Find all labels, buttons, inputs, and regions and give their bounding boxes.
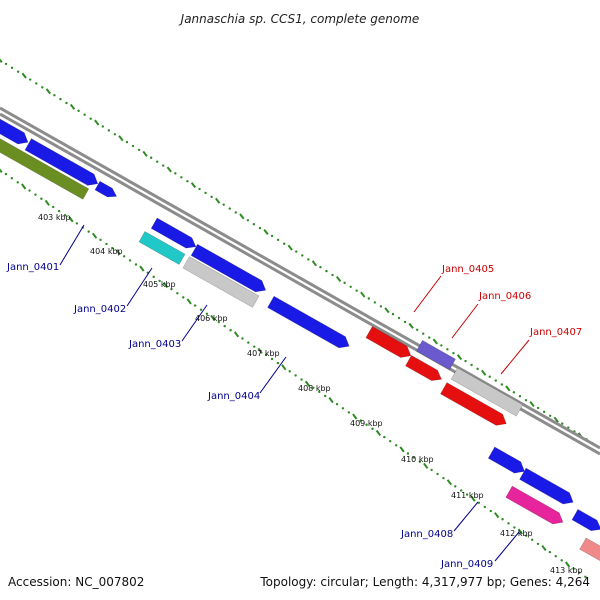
gene-label-text: Jann_0401	[6, 262, 59, 273]
gene-label-text: Jann_0409	[440, 559, 493, 570]
scale-label: 412 kbp	[500, 529, 533, 538]
tick-dotted-lines	[0, 58, 600, 578]
gene-feature-olive	[0, 138, 90, 200]
gene-label-jann_0403: Jann_0403	[128, 304, 208, 350]
scale-label: 404 kbp	[90, 247, 123, 256]
gene-feature-blue-b	[487, 446, 525, 474]
scale-label: 403 kbp	[38, 213, 71, 222]
gene-label-jann_0408: Jann_0408	[400, 501, 479, 540]
gene-features	[0, 118, 600, 562]
scale-label: 411 kbp	[451, 491, 484, 500]
genome-summary-text: Topology: circular; Length: 4,317,977 bp…	[259, 575, 590, 589]
gene-feature-jann_0400	[0, 118, 29, 145]
map-title: Jannaschia sp. CCS1, complete genome	[179, 12, 420, 26]
gene-label-jann_0402: Jann_0402	[73, 267, 153, 315]
gene-feature-jann_0407	[440, 382, 507, 426]
gene-label-text: Jann_0407	[529, 327, 582, 338]
gene-label-text: Jann_0406	[478, 291, 531, 302]
gene-feature-small	[94, 180, 118, 198]
gene-labels: Jann_0401Jann_0402Jann_0403Jann_0404Jann…	[6, 224, 582, 570]
accession-text: Accession: NC_007802	[8, 575, 144, 589]
gene-feature-jann_0409	[505, 485, 564, 525]
gene-feature-salmon	[579, 537, 600, 562]
scale-label: 408 kbp	[298, 384, 331, 393]
scale-label: 407 kbp	[247, 349, 280, 358]
gene-label-text: Jann_0403	[128, 339, 181, 350]
scale-labels: 403 kbp 404 kbp 405 kbp 406 kbp 407 kbp 408 k…	[38, 213, 583, 575]
gene-feature-jann_0408	[519, 467, 574, 505]
gene-label-jann_0407: Jann_0407	[500, 327, 582, 375]
gene-label-jann_0404: Jann_0404	[207, 356, 287, 402]
gene-label-text: Jann_0405	[441, 264, 494, 275]
gene-label-jann_0406: Jann_0406	[451, 291, 531, 339]
gene-label-jann_0405: Jann_0405	[413, 264, 494, 313]
scale-label: 406 kbp	[195, 314, 228, 323]
gene-label-text: Jann_0408	[400, 529, 453, 540]
gene-feature-blue-a	[150, 217, 197, 249]
gene-label-jann_0401: Jann_0401	[6, 224, 85, 273]
gene-feature-blue-c	[571, 508, 600, 532]
gene-feature-jann_0406	[405, 354, 442, 381]
gene-feature-jann_0404	[267, 295, 350, 349]
gene-label-text: Jann_0404	[207, 391, 260, 402]
gene-feature-gray-a	[182, 256, 260, 308]
gene-feature-purple	[416, 339, 456, 371]
backbone-line	[0, 106, 600, 450]
gene-label-text: Jann_0402	[73, 304, 126, 315]
gene-feature-jann_0405	[365, 326, 412, 358]
gene-feature-jann_0403-cyan	[138, 231, 186, 265]
scale-label: 405 kbp	[143, 280, 176, 289]
scale-label: 409 kbp	[350, 419, 383, 428]
scale-label: 410 kbp	[401, 455, 434, 464]
gene-feature-jann_0401	[24, 138, 99, 186]
dotted-tick-line	[0, 168, 587, 578]
scale-label: 413 kbp	[550, 566, 583, 575]
gene-label-jann_0409: Jann_0409	[440, 531, 520, 570]
gene-feature-jann_0402	[190, 243, 267, 293]
gene-feature-gray-b	[450, 367, 524, 417]
